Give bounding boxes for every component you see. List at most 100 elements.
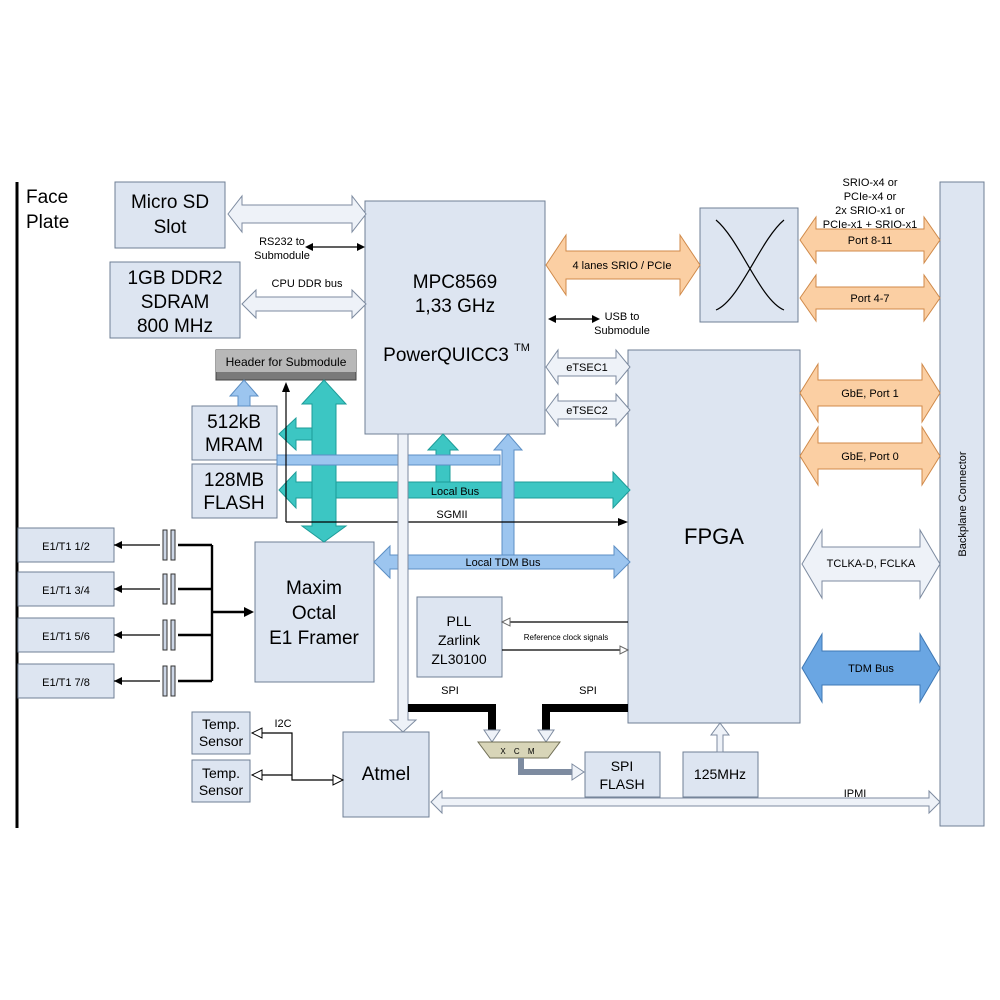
e1t1-label-2: E1/T1 3/4 — [42, 585, 90, 597]
ref-clock-label: Reference clock signals — [524, 633, 608, 642]
cpu-ddr-label: CPU DDR bus — [272, 278, 343, 290]
clock-label: 125MHz — [694, 766, 746, 782]
framer-label-3: E1 Framer — [269, 628, 359, 649]
micro-sd-slot — [114, 181, 226, 249]
port-4-7-label: Port 4-7 — [850, 293, 889, 305]
usb-label-2: Submodule — [594, 325, 650, 337]
cpu-label-3: PowerQUICC3 — [383, 345, 509, 366]
framer-label-2: Octal — [292, 603, 336, 624]
mram-label-1: 512kB — [207, 412, 261, 433]
spi-right-head — [537, 729, 555, 743]
gbe1-label: GbE, Port 1 — [841, 388, 898, 400]
sgmii-right-head — [618, 518, 628, 526]
usb-head-r — [592, 315, 600, 323]
micro-sd-label-2: Slot — [154, 217, 187, 238]
cpu-atmel-arrow — [388, 433, 418, 733]
etsec2-arrow — [545, 392, 631, 428]
gbe0-label: GbE, Port 0 — [841, 451, 898, 463]
temp2-label-1: Temp. — [202, 765, 240, 781]
etsec1-arrow — [545, 348, 631, 386]
ref-clock-head-1 — [500, 617, 511, 627]
temp1-label-2: Sensor — [199, 733, 244, 749]
ddr-sdram — [109, 261, 241, 339]
port-4-7-arrow — [799, 273, 941, 323]
pll-label-3: ZL30100 — [431, 651, 486, 667]
tclka-arrow — [801, 528, 941, 600]
flash-label-1: 128MB — [204, 470, 264, 491]
cpu-label-1: MPC8569 — [413, 272, 498, 293]
spi-mux — [477, 741, 561, 759]
gbe0-arrow — [799, 425, 941, 487]
e1t1-port-5-6 — [17, 617, 115, 653]
backplane-connector — [939, 181, 985, 827]
srio-pcie-arrow — [545, 233, 701, 297]
spi-left-head — [483, 729, 501, 743]
srio-pcie-label: 4 lanes SRIO / PCIe — [572, 260, 671, 272]
sgmii-up-head — [282, 382, 290, 392]
face-plate-label-1: Face — [26, 187, 68, 208]
fpga-block — [627, 349, 801, 724]
rs232-label-1: RS232 to — [259, 236, 305, 248]
spi-flash-label-2: FLASH — [599, 776, 644, 792]
tclka-label: TCLKA-D, FCLKA — [827, 558, 916, 570]
crossbar-switch — [699, 207, 799, 323]
spi-left-label: SPI — [441, 685, 459, 697]
e1t1-label-3: E1/T1 5/6 — [42, 631, 90, 643]
mram-label-2: MRAM — [205, 435, 263, 456]
ddr-label-2: SDRAM — [141, 292, 210, 313]
e1-head-2 — [114, 585, 122, 593]
ddr-label-3: 800 MHz — [137, 316, 213, 337]
port-8-11-arrow — [799, 215, 941, 265]
temp-sensor-2 — [191, 759, 251, 803]
rs232-head-l — [305, 243, 313, 251]
framer-bus — [178, 543, 246, 683]
usb-head-l — [548, 315, 556, 323]
pll-block — [416, 596, 503, 678]
i2c-head-2 — [250, 769, 263, 781]
e1t1-port-7-8 — [17, 663, 115, 699]
ipmi-arrow — [430, 789, 941, 815]
etsec1-label: eTSEC1 — [566, 362, 608, 374]
srio-options-1: SRIO-x4 or — [842, 177, 897, 189]
fpga-label: FPGA — [684, 524, 744, 549]
port-8-11-label: Port 8-11 — [848, 235, 892, 247]
atmel-block — [342, 731, 430, 818]
e1-head-1 — [114, 541, 122, 549]
crossbar-lines — [715, 219, 785, 311]
etsec2-label: eTSEC2 — [566, 405, 608, 417]
e1-head-3 — [114, 631, 122, 639]
pll-label-2: Zarlink — [438, 632, 481, 648]
spi-flash-block — [584, 751, 661, 798]
micro-sd-label-1: Micro SD — [131, 192, 209, 213]
tdm-bus-label: TDM Bus — [848, 663, 894, 675]
e1-head-4 — [114, 677, 122, 685]
cpu-ddr-arrow — [241, 288, 367, 320]
local-tdm-arrow — [373, 544, 631, 580]
framer-bus-head — [244, 607, 254, 617]
i2c-lines — [262, 732, 334, 781]
header-submodule-label: Header for Submodule — [226, 355, 347, 369]
temp-sensor-1 — [191, 711, 251, 755]
ddr-label-1: 1GB DDR2 — [127, 268, 222, 289]
e1t1-port-3-4 — [17, 571, 115, 607]
framer-label-1: Maxim — [286, 578, 342, 599]
rs232-head-r — [357, 243, 365, 251]
cpu-label-2: 1,33 GHz — [415, 296, 495, 317]
srio-options-4: PCIe-x1 + SRIO-x1 — [823, 219, 917, 231]
mux-label: X C M — [500, 747, 537, 756]
cpu-mpc8569 — [364, 200, 546, 435]
local-tdm-vertical — [492, 433, 524, 556]
local-tdm-horizontal — [276, 454, 501, 466]
mux-flash-head — [571, 763, 585, 781]
i2c-head-atmel — [332, 774, 345, 786]
transformers — [162, 529, 176, 697]
usb-label-1: USB to — [605, 311, 640, 323]
pll-label-1: PLL — [447, 613, 472, 629]
flash-block — [191, 463, 278, 519]
clock-fpga-arrow — [710, 722, 730, 753]
local-tdm-label: Local TDM Bus — [466, 557, 541, 569]
i2c-label: I2C — [274, 718, 291, 730]
face-plate-label-2: Plate — [26, 212, 69, 233]
